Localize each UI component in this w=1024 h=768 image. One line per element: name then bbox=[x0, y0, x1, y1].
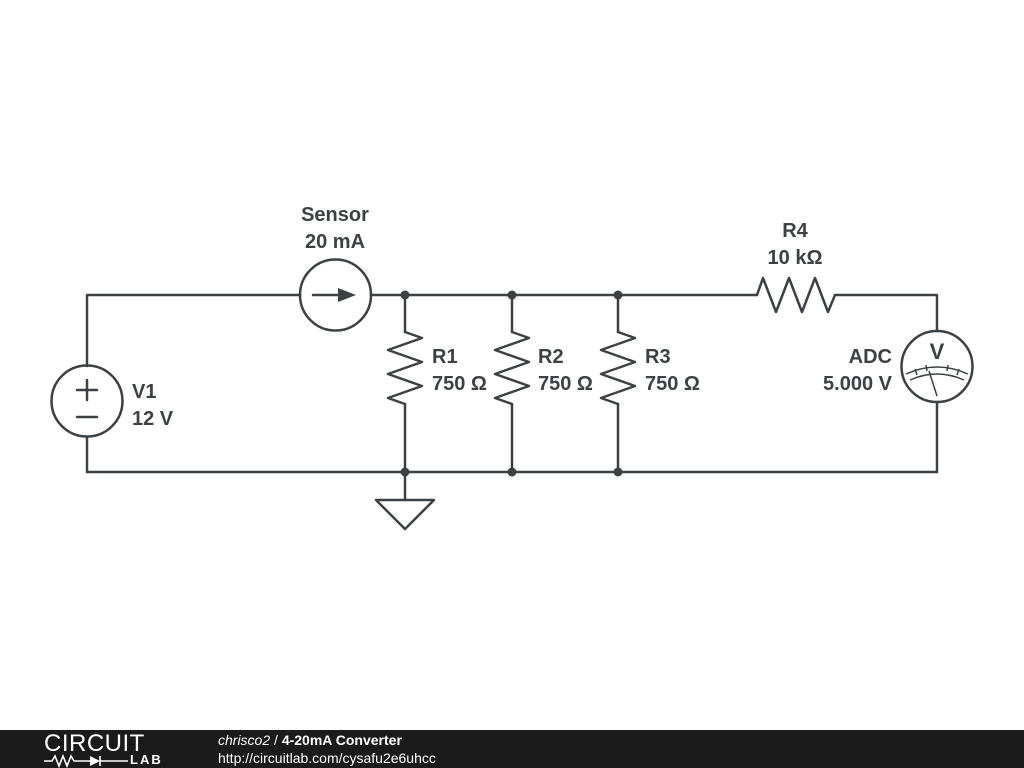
voltmeter-adc[interactable]: V bbox=[900, 329, 974, 404]
voltage-source-icon bbox=[50, 364, 124, 438]
current-source-icon bbox=[298, 258, 373, 332]
r3-name-label: R3 bbox=[645, 346, 671, 368]
adc-name-label: ADC bbox=[849, 346, 892, 368]
r4-name-label: R4 bbox=[782, 220, 808, 242]
meter-tick bbox=[946, 364, 949, 372]
resistor-r3[interactable] bbox=[599, 330, 637, 406]
junctions bbox=[400, 290, 623, 477]
voltmeter-glyph: V bbox=[930, 339, 945, 364]
meter-tick bbox=[914, 368, 918, 376]
circuit-title: 4-20mA Converter bbox=[281, 732, 402, 748]
r4-value-label: 10 kΩ bbox=[768, 247, 823, 269]
v1-value-label: 12 V bbox=[132, 408, 174, 430]
r3-value-label: 750 Ω bbox=[645, 373, 700, 395]
logo-squiggle-diode-icon bbox=[44, 754, 128, 768]
circuitlab-logo[interactable]: CIRCUIT LAB bbox=[44, 730, 176, 768]
wire-top-right bbox=[833, 293, 939, 333]
meter-scale-arc bbox=[909, 373, 965, 381]
junction-dot bbox=[400, 290, 410, 300]
meter-needle bbox=[928, 370, 938, 397]
voltage-source-v1[interactable] bbox=[50, 364, 124, 438]
sensor-value-label: 20 mA bbox=[305, 231, 365, 253]
junction-dot bbox=[613, 290, 623, 300]
r2-value-label: 750 Ω bbox=[538, 373, 593, 395]
r1-value-label: 750 Ω bbox=[432, 373, 487, 395]
logo-text-bottom: LAB bbox=[130, 752, 163, 767]
sensor-name-label: Sensor bbox=[301, 204, 369, 226]
footer-bar: CIRCUIT LAB chrisco2 / 4-20mA Converter … bbox=[0, 730, 1024, 768]
voltmeter-icon bbox=[900, 329, 974, 404]
r1-name-label: R1 bbox=[432, 346, 458, 368]
meter-tick bbox=[925, 364, 928, 372]
junction-dot bbox=[507, 290, 517, 300]
wire-top-left bbox=[85, 293, 302, 368]
resistor-r4[interactable] bbox=[755, 276, 837, 314]
author-link[interactable]: chrisco2 bbox=[218, 732, 271, 748]
path-separator: / bbox=[274, 732, 278, 748]
junction-dot bbox=[507, 467, 517, 477]
footer-title-line: chrisco2 / 4-20mA Converter bbox=[218, 732, 402, 748]
junction-dot bbox=[613, 467, 623, 477]
resistor-r1[interactable] bbox=[386, 330, 424, 406]
resistor-r2[interactable] bbox=[493, 330, 531, 406]
r2-name-label: R2 bbox=[538, 346, 564, 368]
meter-tick bbox=[956, 368, 960, 376]
junction-dot bbox=[400, 467, 410, 477]
adc-value-label: 5.000 V bbox=[823, 373, 893, 395]
circuit-schematic: V1 12 V Sensor 20 mA R1 750 Ω R2 750 Ω R… bbox=[50, 204, 974, 531]
ground-icon bbox=[374, 498, 436, 531]
arrow-right-icon bbox=[338, 288, 356, 302]
current-source-sensor[interactable] bbox=[298, 258, 373, 332]
logo-text-top: CIRCUIT bbox=[44, 730, 145, 757]
circuit-url-link[interactable]: http://circuitlab.com/cysafu2e6uhcc bbox=[218, 750, 436, 766]
meter-scale-arc bbox=[905, 366, 969, 375]
v1-name-label: V1 bbox=[132, 381, 156, 403]
